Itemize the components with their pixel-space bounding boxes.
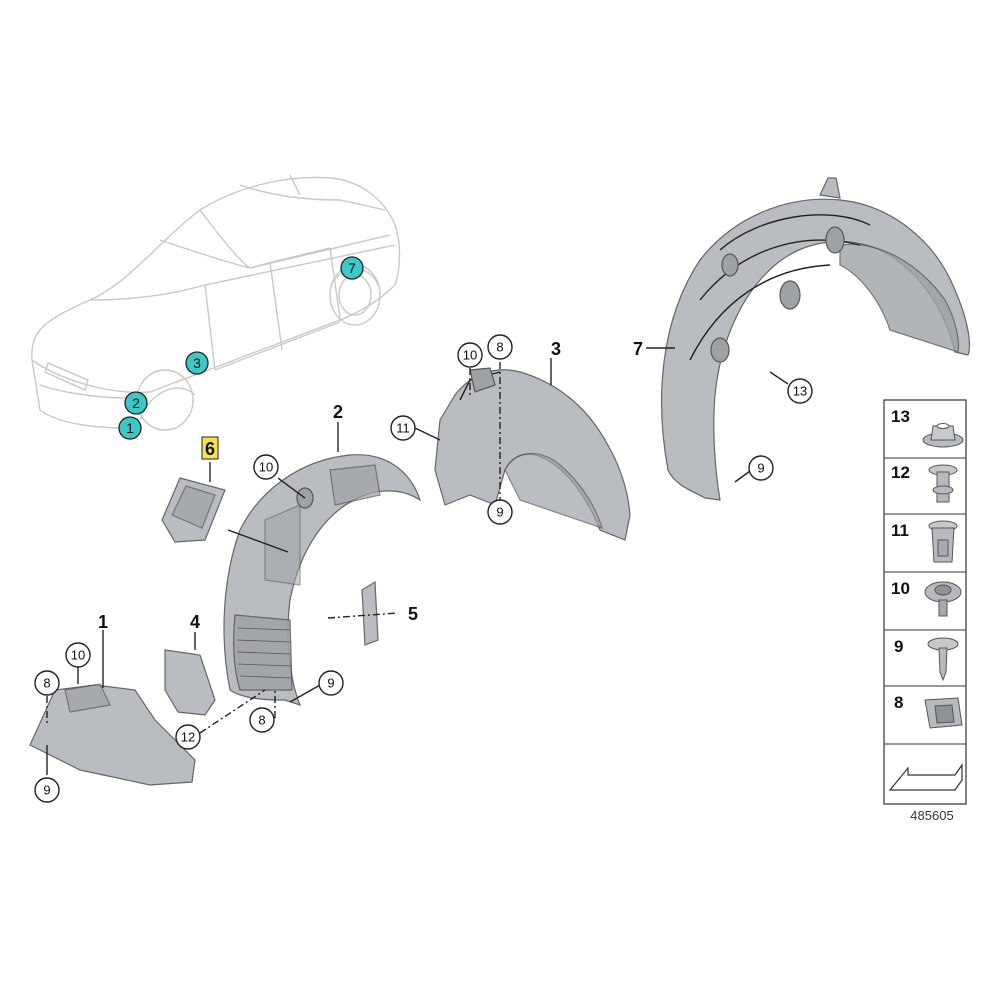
label-part-6: 6 <box>201 436 219 460</box>
label-part-1: 1 <box>98 612 108 632</box>
speed-nut-icon <box>924 697 963 729</box>
part-2-front-wheel-arch-liner <box>223 454 422 706</box>
svg-text:8: 8 <box>496 340 503 355</box>
car-marker-2: 2 <box>124 391 148 415</box>
label-part-4: 4 <box>190 612 200 632</box>
legend-label-10: 10 <box>891 579 910 598</box>
callout-10-part3: 10 <box>457 342 483 368</box>
svg-text:10: 10 <box>259 460 273 475</box>
part-1-underbody-panel <box>29 683 196 786</box>
label-part-2: 2 <box>333 402 343 422</box>
svg-text:9: 9 <box>496 505 503 520</box>
label-part-7: 7 <box>633 339 643 359</box>
legend-label-11: 11 <box>891 521 909 540</box>
callout-10-part1: 10 <box>65 642 91 668</box>
car-marker-3: 3 <box>185 351 209 375</box>
direction-arrow-icon <box>888 763 963 791</box>
svg-text:3: 3 <box>193 355 201 371</box>
svg-text:2: 2 <box>132 395 140 411</box>
label-part-3: 3 <box>551 339 561 359</box>
callout-11-part3: 11 <box>390 415 416 441</box>
callout-8-part2: 8 <box>249 707 275 733</box>
part-6-cover <box>161 477 226 543</box>
legend-label-12: 12 <box>891 463 910 482</box>
legend-label-13: 13 <box>891 407 910 426</box>
svg-text:9: 9 <box>327 676 334 691</box>
svg-text:12: 12 <box>181 730 195 745</box>
callout-12: 12 <box>175 724 201 750</box>
callout-9-part2: 9 <box>318 670 344 696</box>
svg-text:8: 8 <box>43 676 50 691</box>
label-part-5: 5 <box>408 604 418 624</box>
part-7-rear-wheel-arch-liner <box>661 177 971 501</box>
svg-text:9: 9 <box>757 461 764 476</box>
part-4-cover-panel <box>164 649 216 716</box>
callout-10-part2: 10 <box>253 454 279 480</box>
callout-13-part7: 13 <box>787 378 813 404</box>
svg-text:9: 9 <box>43 783 50 798</box>
svg-text:7: 7 <box>348 260 356 276</box>
legend-label-8: 8 <box>894 693 903 712</box>
svg-text:6: 6 <box>205 439 215 459</box>
car-marker-1: 1 <box>118 416 142 440</box>
flange-nut-icon <box>922 423 964 448</box>
part-3-wheel-arch-liner <box>434 367 631 541</box>
callout-9-part1: 9 <box>34 777 60 803</box>
callout-9-part7: 9 <box>748 455 774 481</box>
leader-lines <box>46 347 789 775</box>
plastic-nut-icon <box>924 581 962 617</box>
callout-8-part3: 8 <box>487 334 513 360</box>
svg-text:13: 13 <box>793 384 807 399</box>
fastener-legend: 13 12 11 10 9 8 <box>883 399 967 805</box>
svg-text:10: 10 <box>71 648 85 663</box>
expanding-rivet-icon <box>928 464 958 503</box>
svg-text:8: 8 <box>258 713 265 728</box>
car-outline <box>31 174 401 431</box>
callout-8-part1: 8 <box>34 670 60 696</box>
svg-text:11: 11 <box>396 421 410 436</box>
diagram-number: 485605 <box>910 808 953 823</box>
svg-text:1: 1 <box>126 420 134 436</box>
legend-label-9: 9 <box>894 637 903 656</box>
callout-9-part3: 9 <box>487 499 513 525</box>
screw-icon <box>927 637 959 682</box>
clip-nut-icon <box>928 520 958 563</box>
car-marker-7: 7 <box>340 256 364 280</box>
part-5-bracket <box>361 580 379 646</box>
svg-text:10: 10 <box>463 348 477 363</box>
